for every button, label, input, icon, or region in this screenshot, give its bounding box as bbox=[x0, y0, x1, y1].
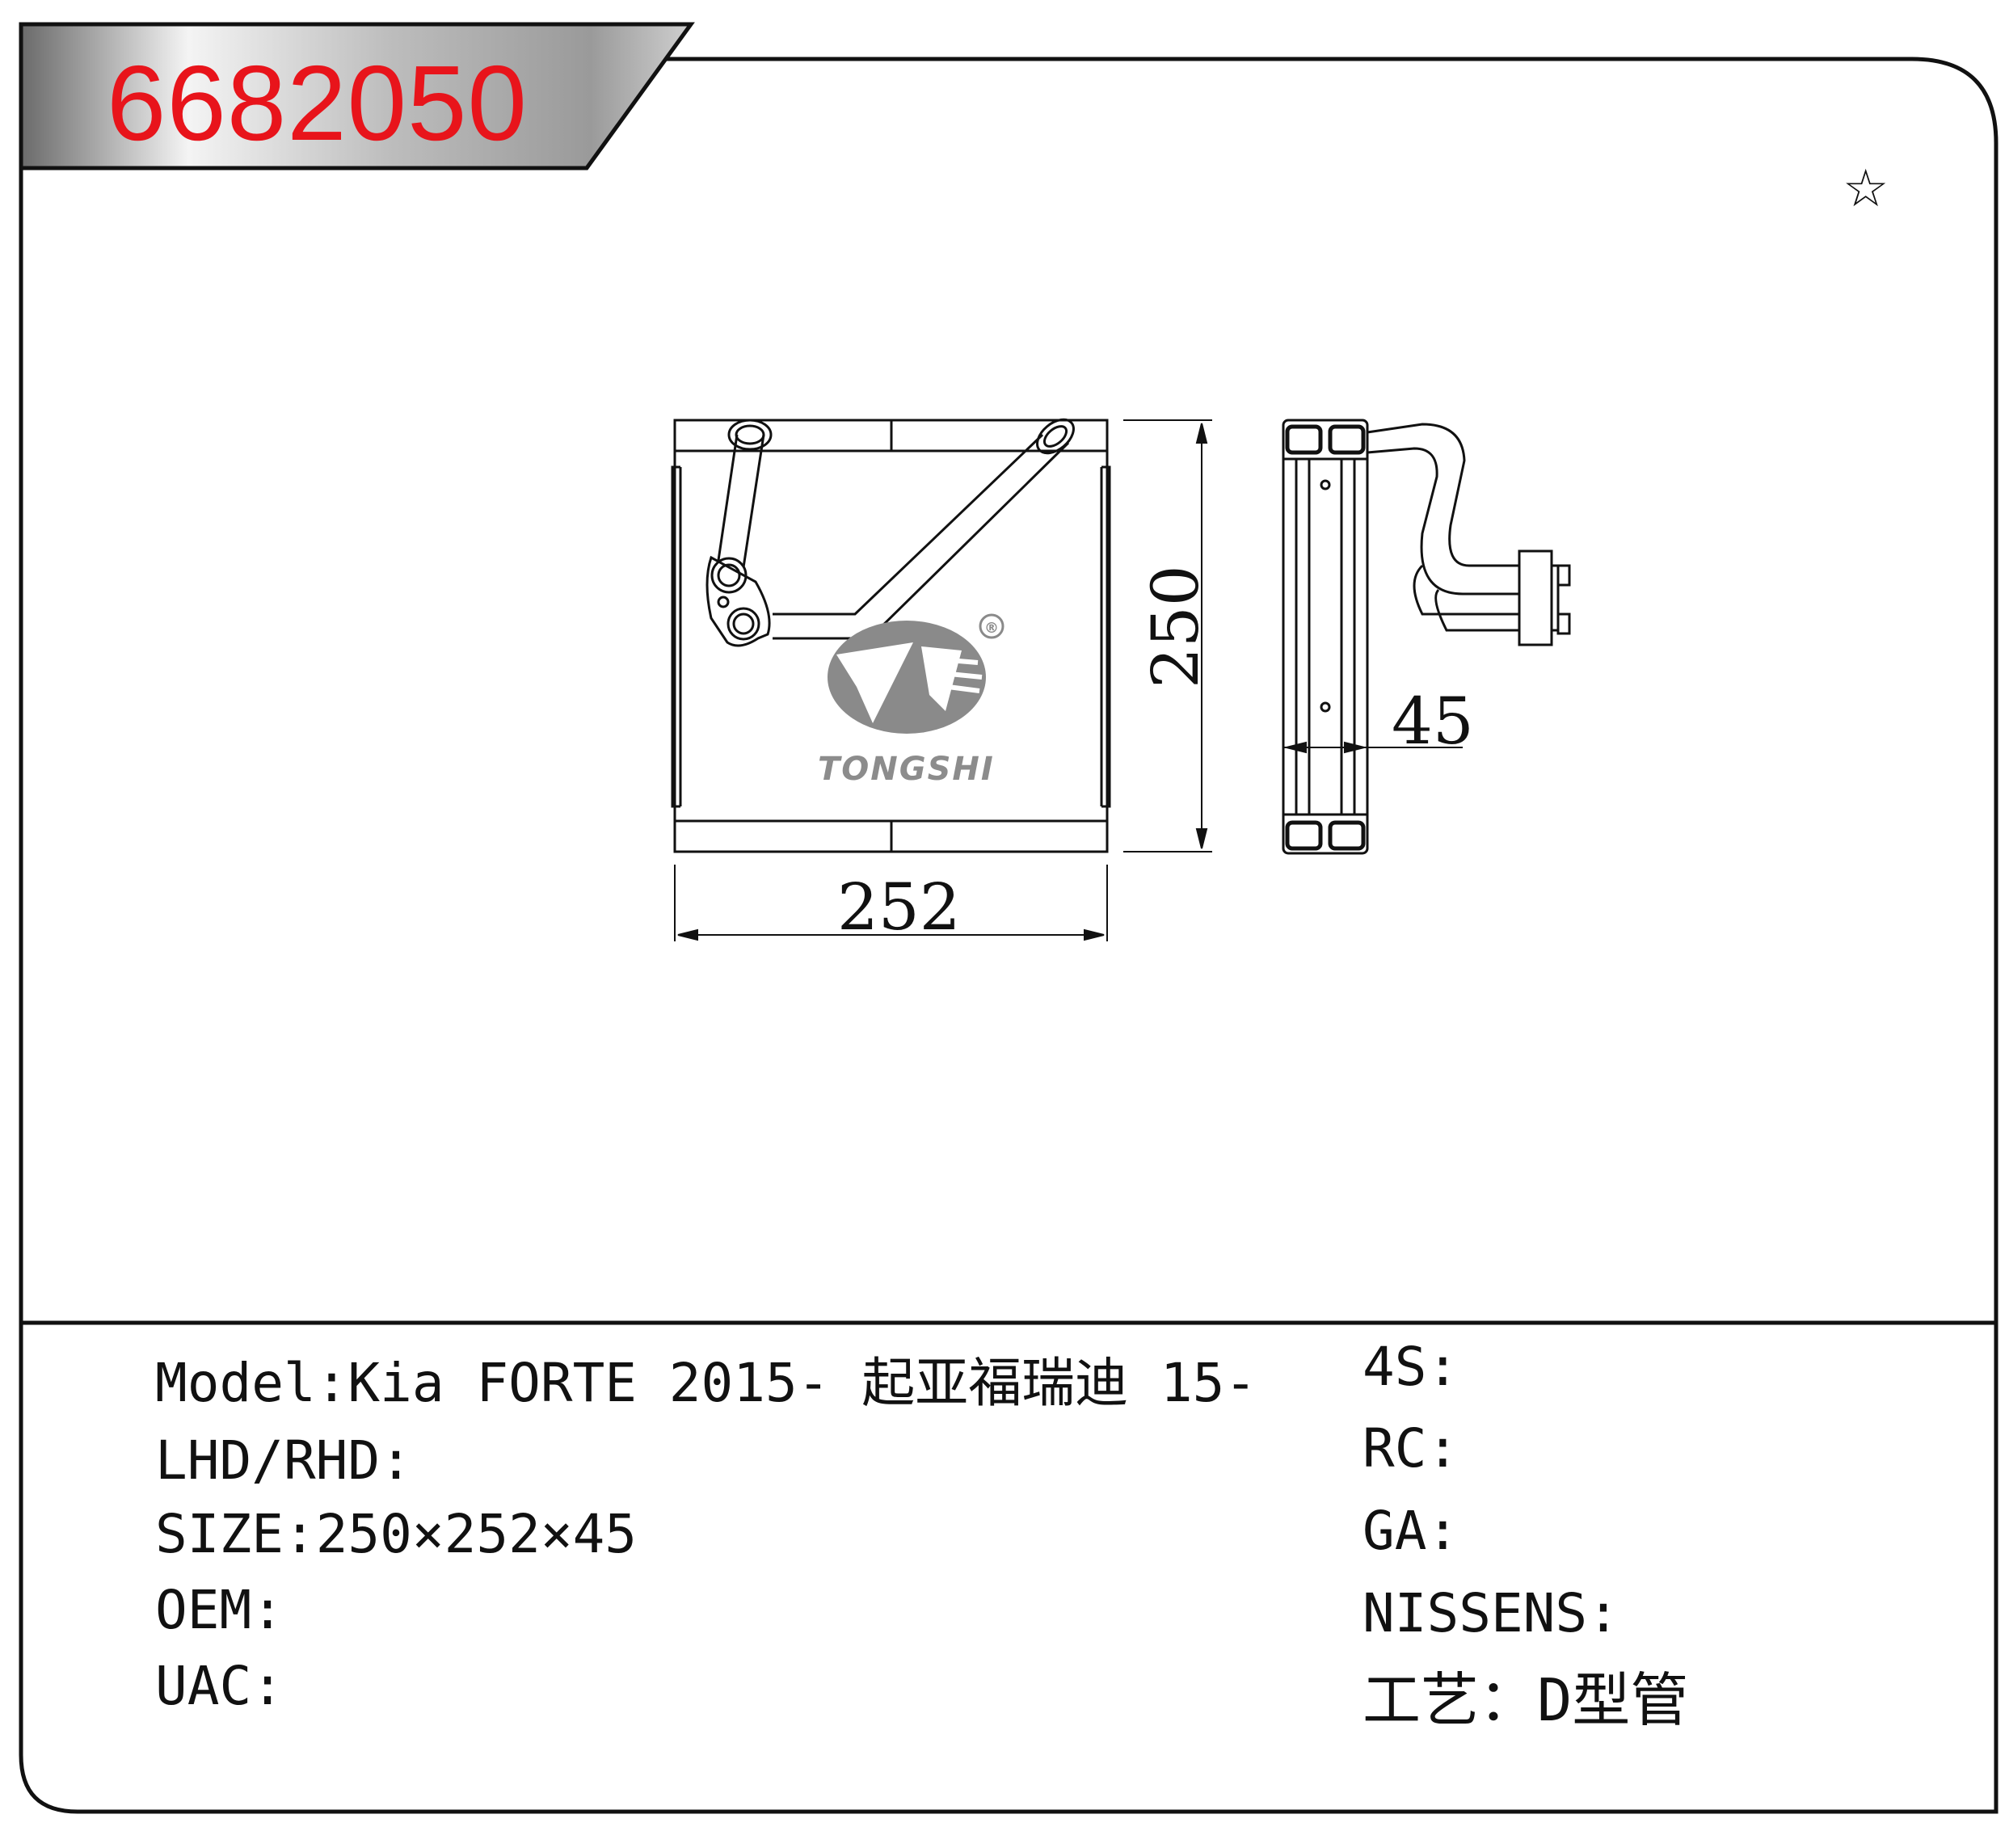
spec-size: SIZE:250×252×45 bbox=[155, 1508, 637, 1561]
brand-name: TONGSHI bbox=[818, 751, 995, 788]
spec-lhd-rhd: LHD/RHD: bbox=[155, 1434, 412, 1488]
spec-label: SIZE: bbox=[155, 1503, 316, 1565]
dimension-lines-front bbox=[674, 419, 1212, 941]
evaporator-side-view bbox=[1282, 419, 1571, 855]
spec-4s: 4S: bbox=[1362, 1341, 1459, 1394]
spec-rc: RC: bbox=[1362, 1422, 1459, 1475]
spec-ga: GA: bbox=[1362, 1505, 1459, 1558]
spec-label: 4S: bbox=[1362, 1336, 1459, 1398]
spec-label: OEM: bbox=[155, 1579, 284, 1641]
spec-value: D型管 bbox=[1537, 1666, 1689, 1734]
title-banner bbox=[19, 22, 695, 170]
dimension-line-side bbox=[1282, 739, 1463, 756]
sheet-frame bbox=[19, 57, 1998, 1814]
tongshi-logo-icon: ® bbox=[828, 613, 1004, 734]
star-outline-icon[interactable]: ☆ bbox=[1843, 159, 1889, 219]
registered-mark: ® bbox=[984, 620, 999, 637]
spec-label: UAC: bbox=[155, 1655, 284, 1717]
dimension-width-label: 252 bbox=[837, 869, 961, 945]
spec-nissens: NISSENS: bbox=[1362, 1587, 1619, 1640]
spec-label: LHD/RHD: bbox=[155, 1429, 412, 1492]
spec-value: 250×252×45 bbox=[315, 1503, 638, 1565]
spec-uac: UAC: bbox=[155, 1660, 284, 1713]
spec-label: 工艺： bbox=[1362, 1666, 1538, 1734]
evaporator-front-view bbox=[671, 418, 1111, 853]
dimension-height-label: 250 bbox=[1138, 565, 1213, 688]
dimension-depth-label: 45 bbox=[1392, 684, 1474, 759]
spec-label: Model: bbox=[155, 1352, 348, 1414]
spec-label: GA: bbox=[1362, 1500, 1459, 1562]
spec-oem: OEM: bbox=[155, 1584, 284, 1637]
spec-value: Kia FORTE 2015- 起亚福瑞迪 15- bbox=[347, 1352, 1257, 1414]
spec-model: Model:Kia FORTE 2015- 起亚福瑞迪 15- bbox=[155, 1357, 1257, 1410]
spec-label: NISSENS: bbox=[1362, 1582, 1619, 1644]
part-number-title: 6682050 bbox=[107, 44, 528, 162]
spec-process: 工艺：D型管 bbox=[1362, 1671, 1688, 1729]
spec-label: RC: bbox=[1362, 1417, 1459, 1480]
